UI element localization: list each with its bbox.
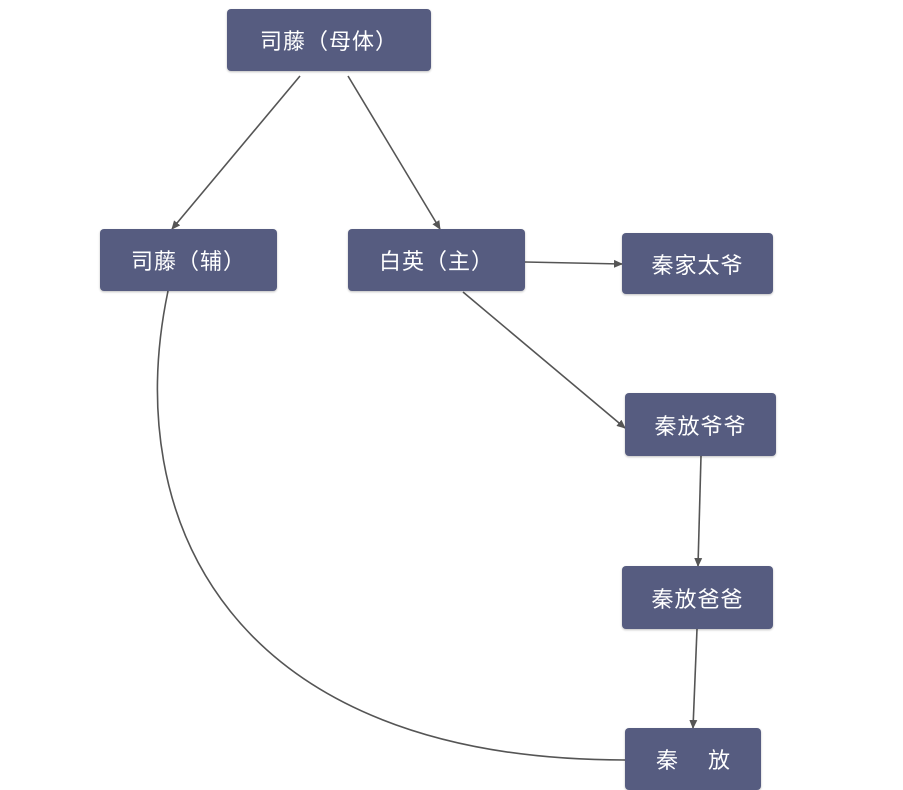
node-label: 秦放爸爸	[651, 587, 744, 613]
edge-main-to-grandfather	[462, 291, 626, 429]
node-qinfang[interactable]: 秦放	[625, 728, 761, 790]
node-label: 司藤（母体）	[259, 30, 398, 55]
node-qin-great-grandfather[interactable]: 秦家太爷	[622, 233, 773, 294]
node-sitang-mother[interactable]: 司藤（母体）	[227, 9, 431, 71]
node-sitang-sub[interactable]: 司藤（辅）	[100, 229, 277, 291]
edge-mother-to-sub	[171, 75, 301, 230]
edge-sub-to-self	[156, 290, 626, 761]
node-label: 秦放爷爷	[654, 414, 747, 440]
node-label: 秦家太爷	[651, 253, 744, 279]
node-qinfang-grandfather[interactable]: 秦放爷爷	[625, 393, 776, 456]
node-label: 秦放	[655, 749, 760, 774]
node-label: 司藤（辅）	[130, 250, 246, 275]
edge-father-to-self	[689, 628, 698, 729]
node-baiying-main[interactable]: 白英（主）	[348, 229, 525, 291]
edge-main-to-great_grandfather	[524, 259, 623, 268]
node-qinfang-father[interactable]: 秦放爸爸	[622, 566, 773, 629]
edge-layer	[156, 75, 703, 761]
node-label: 白英（主）	[378, 250, 494, 275]
edge-mother-to-main	[347, 75, 441, 230]
edge-grandfather-to-father	[694, 455, 703, 567]
